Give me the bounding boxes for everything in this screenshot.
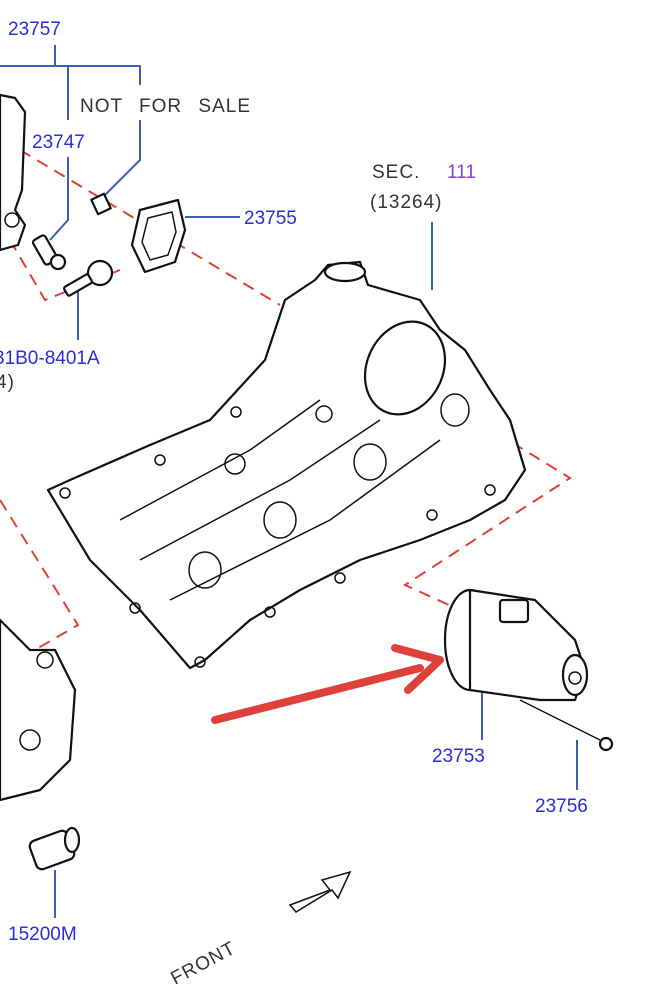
part-label-23753[interactable]: 23753 — [432, 746, 485, 767]
not-for-sale-label: NOT FOR SALE — [80, 96, 251, 117]
throttle-body-part — [0, 93, 27, 252]
part-label-15200m[interactable]: 15200M — [8, 924, 77, 945]
part-label-8401a[interactable]: 31B0-8401A — [0, 348, 100, 369]
section-label: SEC. — [372, 162, 420, 183]
front-label: FRONT — [167, 938, 239, 990]
leader-lines — [0, 45, 578, 918]
sensor-part-15200m — [28, 826, 81, 871]
red-pointer-arrow — [211, 644, 444, 724]
valve-cover-part — [46, 260, 527, 670]
part-label-23756[interactable]: 23756 — [535, 796, 588, 817]
section-reference: (13264) — [370, 192, 443, 213]
cylinder-head-part — [0, 618, 77, 802]
part-label-23757[interactable]: 23757 — [8, 19, 61, 40]
part-label-23747[interactable]: 23747 — [32, 132, 85, 153]
bolt-part-8401a — [63, 259, 114, 297]
part-label-23755[interactable]: 23755 — [244, 208, 297, 229]
quantity-label: 4) — [0, 372, 15, 393]
sensor-clip-part — [90, 192, 112, 216]
actuator-motor-part-23753 — [443, 588, 589, 702]
bolt-part-23747 — [31, 234, 67, 271]
gasket-part-23755 — [130, 198, 187, 274]
front-direction-arrow-icon — [288, 870, 352, 913]
bolt-part-23756 — [519, 699, 614, 752]
section-number-link[interactable]: 111 — [447, 162, 476, 183]
